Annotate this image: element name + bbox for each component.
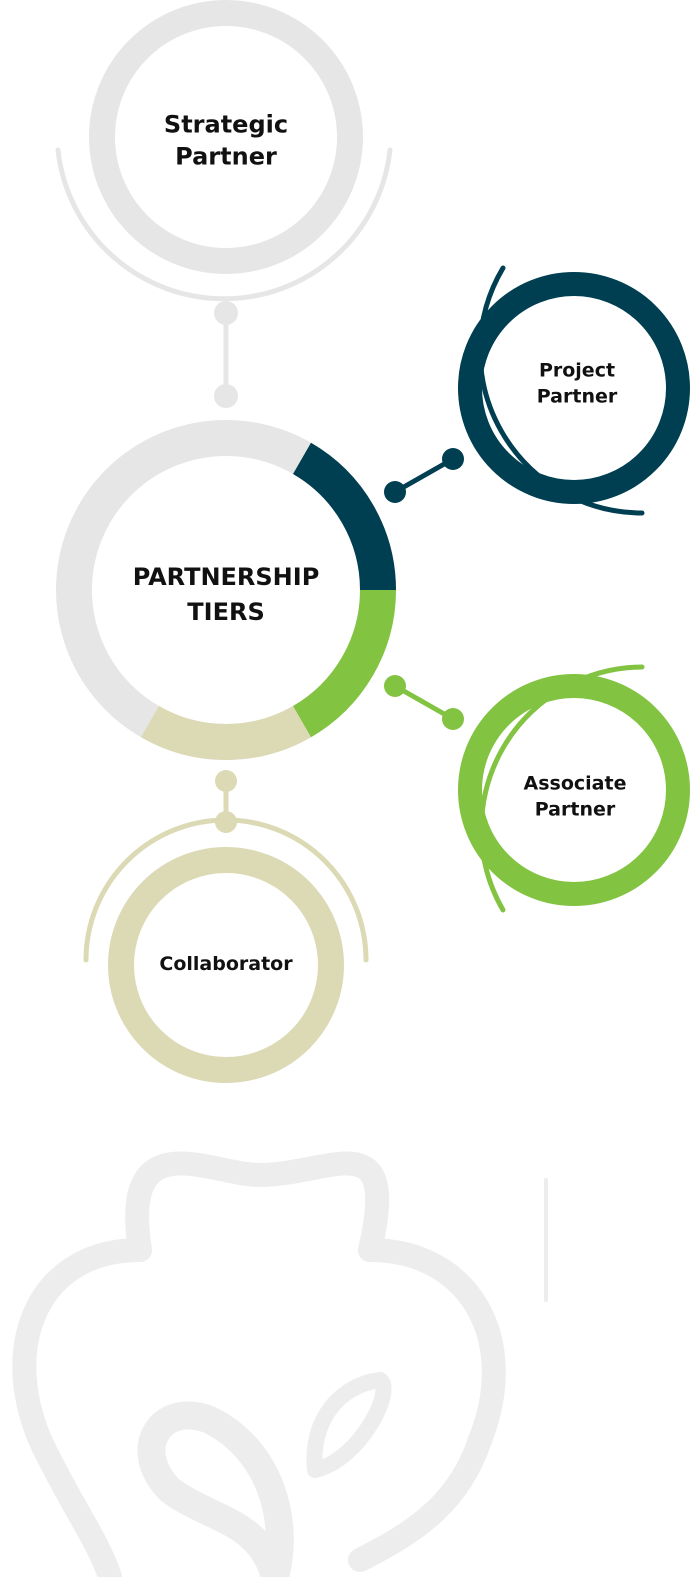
associate-connector-dot-inner bbox=[384, 675, 406, 697]
associate-ring bbox=[458, 674, 690, 906]
strategic-outer-arc bbox=[55, 147, 393, 302]
collaborator-ring bbox=[108, 847, 344, 1083]
strategic-ring bbox=[89, 0, 363, 274]
hub-segment-project bbox=[292, 442, 396, 591]
project-connector-dot-outer bbox=[442, 448, 464, 470]
project-partner-node bbox=[384, 265, 690, 516]
project-connector bbox=[393, 456, 455, 495]
strategic-connector-dot-top bbox=[214, 301, 238, 325]
associate-connector bbox=[393, 683, 455, 722]
project-outer-arc bbox=[477, 265, 645, 516]
associate-partner-node bbox=[384, 664, 690, 913]
central-hub bbox=[56, 420, 396, 760]
strategic-partner-node bbox=[55, 0, 393, 408]
collaborator-connector-dot-bottom bbox=[215, 811, 237, 833]
project-connector-dot-inner bbox=[384, 481, 406, 503]
strategic-connector-dot-bottom bbox=[214, 384, 238, 408]
project-ring bbox=[458, 272, 690, 504]
hub-segment-collaborator bbox=[141, 705, 311, 760]
hub-segment-associate bbox=[292, 589, 396, 738]
collaborator-connector-dot-top bbox=[215, 770, 237, 792]
collaborator-node bbox=[83, 770, 369, 1083]
associate-connector-dot-outer bbox=[442, 708, 464, 730]
cotton-boll-logo-icon bbox=[12, 1151, 548, 1577]
